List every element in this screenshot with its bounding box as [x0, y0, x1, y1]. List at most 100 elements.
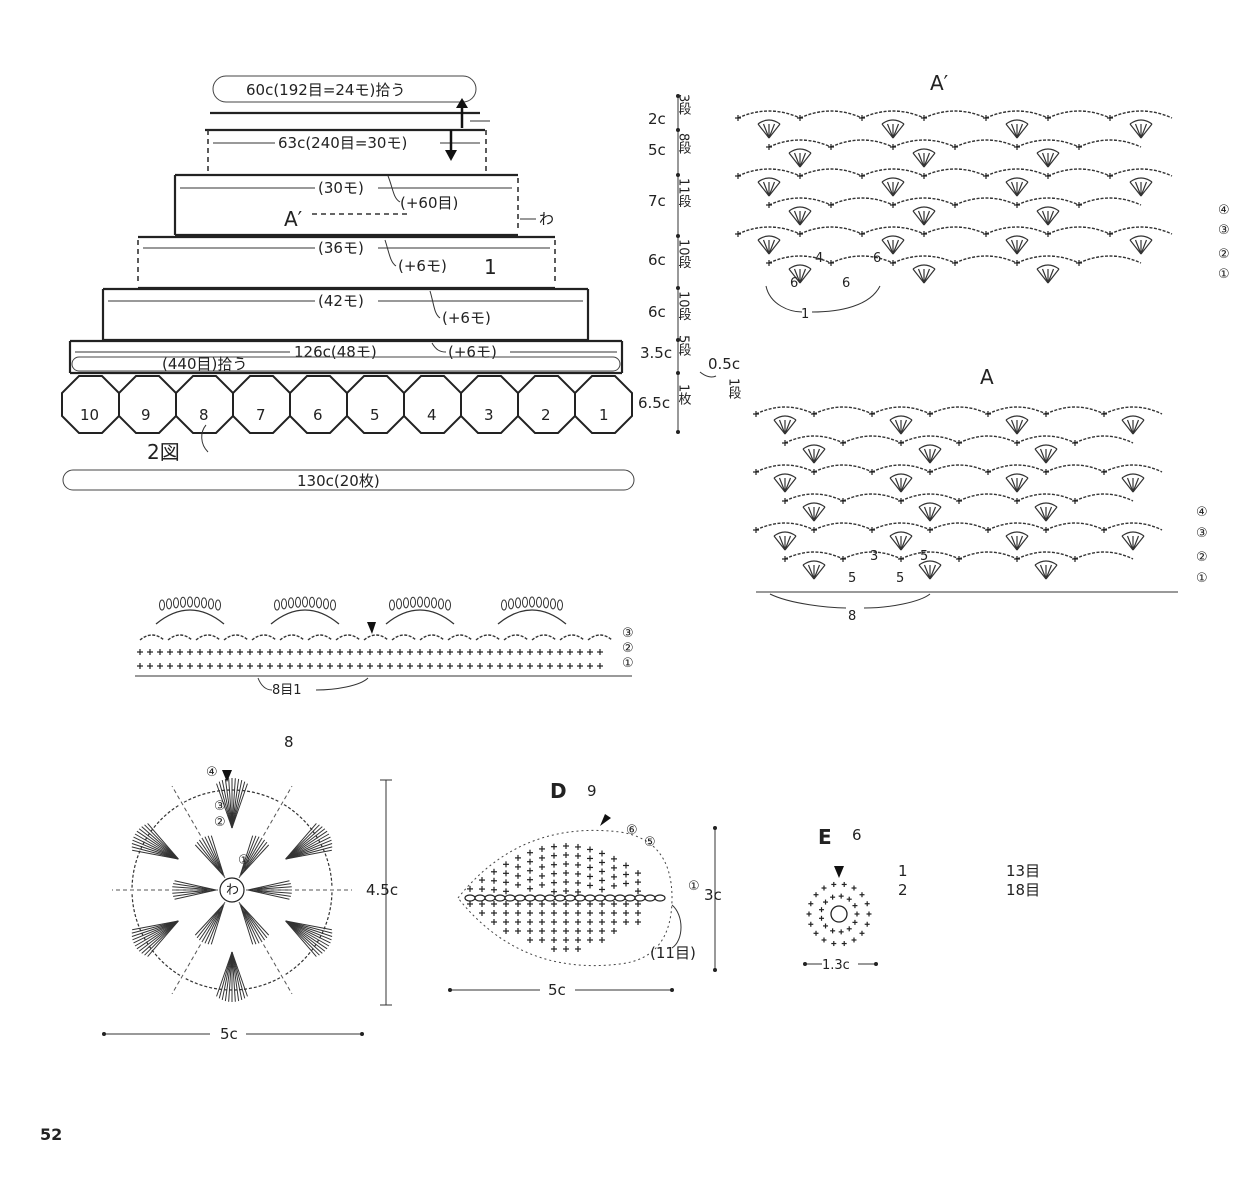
stitch-mark [737, 168, 801, 177]
stitch-mark [900, 477, 913, 493]
stitch-mark [881, 123, 894, 139]
stitch-mark [247, 889, 291, 897]
stitch-mark [231, 778, 236, 829]
stitch-mark [813, 506, 821, 522]
chart-label: 6 [790, 276, 798, 291]
height-dim-ticks [676, 94, 680, 434]
stitch-mark [131, 920, 179, 937]
stitch-mark [1036, 264, 1060, 270]
motif-e-width: 1.3c [822, 958, 850, 973]
stitch-mark [522, 596, 528, 608]
stitch-mark [802, 560, 826, 566]
stitch-mark [788, 152, 801, 168]
stitch-mark [1109, 168, 1173, 177]
row-count-column: 3段 8段 11段 10段 10段 5段 1枚 [676, 94, 692, 407]
stitch-mark [784, 419, 797, 435]
stitch-mark [1047, 268, 1055, 284]
stitch-mark [1045, 506, 1053, 522]
curve-pointer-icon [201, 424, 209, 453]
stitch-mark [773, 415, 797, 421]
repeat-bracket [257, 677, 273, 691]
stitch-mark [886, 123, 894, 139]
stitch-mark [524, 894, 536, 902]
stitch-mark [307, 634, 333, 641]
stitch-mark [1121, 419, 1134, 435]
stitch-mark [238, 901, 293, 995]
motif-number: 9 [141, 406, 151, 424]
stitch-mark [892, 139, 956, 148]
stitch-mark [881, 235, 905, 241]
stitch-mark [917, 152, 925, 168]
stitch-mark [501, 599, 507, 611]
start-marker-icon [834, 866, 844, 878]
arrow-up-head-icon [456, 98, 468, 108]
stitch-mark [1045, 448, 1053, 464]
stitch-mark [861, 110, 925, 119]
stitch-mark [1121, 531, 1145, 537]
stitch-mark [316, 597, 322, 609]
octagon-motif: 2 [517, 375, 576, 434]
stitch-mark [614, 894, 626, 902]
height-cm: 6c [648, 303, 666, 321]
stitch-mark [1126, 419, 1134, 435]
stitch-mark [1016, 419, 1024, 435]
stitch-mark [871, 522, 931, 531]
round-marker: ② [214, 815, 226, 830]
stitch-mark [929, 564, 937, 580]
stitch-mark [784, 551, 844, 560]
stitch-mark [757, 123, 770, 139]
stitch-mark [773, 473, 797, 479]
stitch-mark [1016, 123, 1029, 139]
stitch-mark [288, 597, 294, 609]
stitch-mark [283, 804, 333, 888]
stitch-mark [221, 779, 233, 829]
stitch-mark [285, 920, 330, 947]
stitch-mark [892, 197, 956, 206]
curve-pointer-icon [384, 239, 397, 267]
stitch-mark [799, 268, 807, 284]
stitch-mark [799, 210, 812, 226]
stitch-mark [132, 920, 179, 941]
stitch-mark [1005, 473, 1029, 479]
stitch-mark [900, 535, 913, 551]
stitch-mark [788, 264, 812, 270]
row-marker: ② [1218, 247, 1230, 262]
stitch-mark [917, 210, 925, 226]
repeat-bracket [769, 593, 931, 609]
stitch-mark [1132, 535, 1140, 551]
stitch-mark [1047, 152, 1060, 168]
stitch-mark [757, 181, 770, 197]
stitch-mark [929, 448, 937, 464]
start-marker-icon [222, 770, 232, 782]
stitch-mark [892, 239, 905, 255]
stitch-mark [892, 181, 905, 197]
curve-pointer-icon [431, 342, 447, 353]
stitch-mark [929, 506, 942, 522]
stitch-mark [508, 598, 514, 610]
stitch-mark [1140, 239, 1148, 255]
stitch-mark [892, 123, 900, 139]
stitch-mark [958, 493, 1018, 502]
curve-pointer-icon [671, 904, 682, 949]
stitch-mark [536, 596, 542, 608]
stitch-mark [1121, 535, 1134, 551]
stitch-mark [270, 609, 340, 625]
stitch-mark [900, 435, 960, 444]
stitch-mark [1039, 448, 1047, 464]
stitch-mark [391, 634, 417, 641]
stitch-mark [654, 894, 666, 902]
stitch-mark [793, 210, 801, 226]
stitch-mark [954, 139, 1018, 148]
tier-36-note: (+6モ) [398, 257, 447, 275]
stitch-mark [210, 835, 225, 877]
motif-number: 1 [599, 406, 609, 424]
row-marker: ① [1196, 571, 1208, 586]
stitch-mark [207, 903, 225, 945]
stitch-mark [138, 828, 179, 860]
stitch-mark [559, 634, 585, 641]
stitch-mark [923, 506, 931, 522]
stitch-mark [221, 951, 233, 1001]
stitch-mark [1016, 255, 1080, 264]
chart-label: 5 [896, 571, 904, 586]
row-count: 10段 [676, 291, 692, 321]
